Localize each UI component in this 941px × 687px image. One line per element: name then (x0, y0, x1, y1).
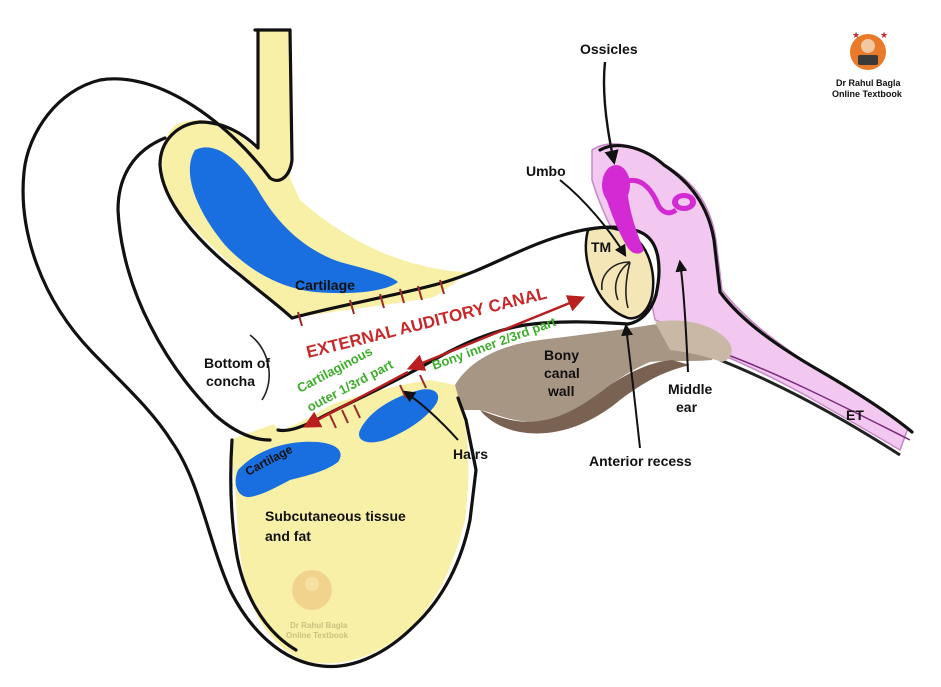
bony-canal-wall-shadow (480, 360, 690, 434)
logo-line-1: Dr Rahul Bagla (836, 78, 902, 88)
cartilaginous-part-arrow (302, 370, 409, 428)
ossicles-shape (602, 165, 696, 254)
middle-ear-bone (655, 320, 732, 362)
svg-text:★: ★ (880, 30, 888, 40)
svg-text:Online Textbook: Online Textbook (286, 631, 349, 640)
label-bony-wall-1: Bony (544, 347, 579, 363)
svg-text:Dr Rahul Bagla: Dr Rahul Bagla (290, 621, 348, 630)
label-hairs: Hairs (453, 446, 488, 462)
middle-ear-outline (598, 144, 914, 434)
middle-ear-pointer (675, 259, 689, 373)
label-tm: TM (591, 239, 611, 255)
pinna-outline (21, 28, 478, 669)
label-middle-ear-1: Middle (668, 381, 713, 397)
label-umbo: Umbo (526, 163, 566, 179)
label-et: ET (846, 407, 864, 423)
label-subcutaneous-1: Subcutaneous tissue (265, 508, 406, 524)
upper-cartilage-blue (189, 147, 398, 294)
label-bony-wall-2: canal (544, 365, 580, 381)
label-bottom-concha-2: concha (206, 373, 255, 389)
label-cartilage-top: Cartilage (295, 277, 355, 293)
label-middle-ear-2: ear (676, 399, 698, 415)
hairs-upper (297, 279, 445, 327)
helix-inner-outline (116, 136, 272, 442)
label-bony-wall-3: wall (547, 383, 574, 399)
hairs-pointer (403, 390, 459, 441)
anterior-recess-pointer (621, 323, 641, 449)
concha-floor-line (249, 334, 270, 401)
label-ossicles: Ossicles (580, 41, 638, 57)
bony-part-arrow (406, 295, 586, 371)
antihelix-outline (158, 28, 294, 320)
faded-watermark: Dr Rahul Bagla Online Textbook (286, 570, 349, 640)
eustachian-tube-line (719, 358, 901, 457)
label-bottom-concha-1: Bottom of (204, 355, 270, 371)
logo-line-2: Online Textbook (832, 89, 903, 99)
svg-text:★: ★ (852, 30, 860, 40)
umbo-pointer (559, 179, 627, 258)
canal-upper-wall-outline (290, 225, 661, 326)
lower-cartilage-blue (235, 441, 341, 498)
lobule-outline (229, 438, 298, 652)
author-logo: ★ ★ Dr Rahul Bagla Online Textbook (832, 30, 903, 99)
label-subcutaneous-2: and fat (265, 528, 311, 544)
ossicles-pointer (602, 61, 619, 165)
label-anterior-recess: Anterior recess (589, 453, 692, 469)
